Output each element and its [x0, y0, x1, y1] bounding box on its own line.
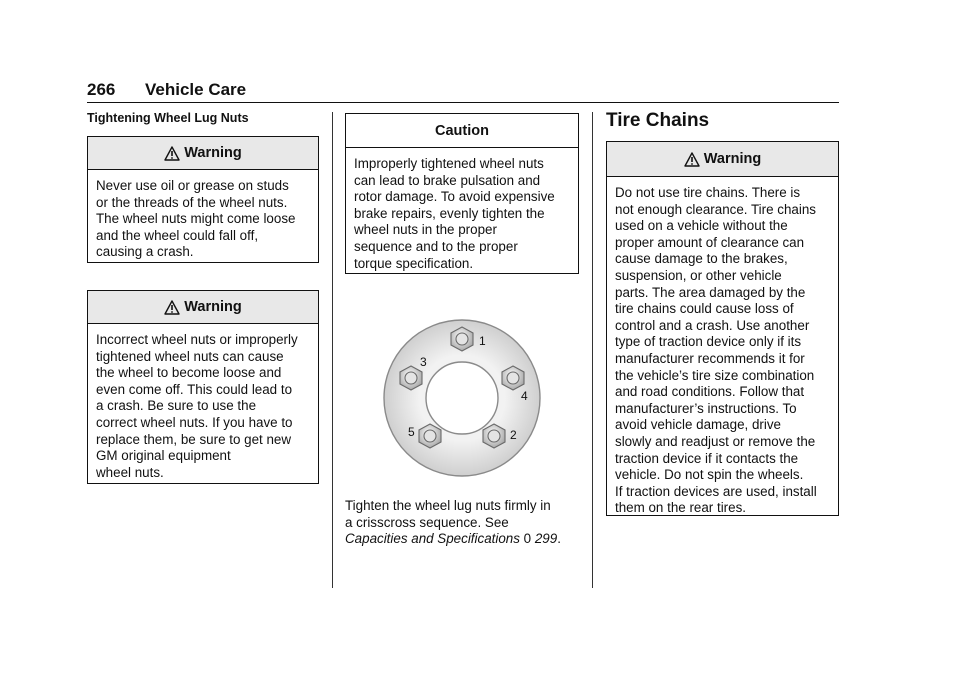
tightening-instructions: Tighten the wheel lug nuts firmly in a c…: [345, 498, 585, 548]
text-line: not enough clearance. Tire chains: [615, 201, 816, 217]
text-line: or the threads of the wheel nuts.: [96, 194, 288, 210]
section-heading-lug-nuts: Tightening Wheel Lug Nuts: [87, 111, 249, 125]
caution-text: Improperly tightened wheel nuts can lead…: [346, 148, 578, 272]
section-title-tire-chains: Tire Chains: [606, 110, 710, 131]
text-line: manufacturer’s instructions. To: [615, 400, 797, 416]
sequence-label-3: 3: [420, 355, 427, 369]
warning-text: Do not use tire chains. There is not eno…: [607, 177, 838, 517]
text-line: GM original equipment: [96, 448, 231, 464]
text-line: brake repairs, evenly tighten the: [354, 205, 545, 221]
text-line: torque specification.: [354, 255, 474, 271]
text-line: proper amount of clearance can: [615, 234, 805, 250]
text-line: cause damage to the brakes,: [615, 251, 788, 267]
warning-header: Warning: [88, 291, 318, 324]
text-line: wheel nuts.: [96, 464, 164, 480]
text-line: the wheel to become loose and: [96, 365, 282, 381]
sequence-label-5: 5: [408, 425, 415, 439]
text-line: a crisscross sequence. See: [345, 514, 509, 530]
text-line: control and a crash. Use another: [615, 317, 810, 333]
text-line: a crash. Be sure to use the: [96, 398, 257, 414]
warning-box-wheel-nuts: Warning Incorrect wheel nuts or improper…: [87, 290, 319, 484]
text-line: avoid vehicle damage, drive: [615, 417, 781, 433]
text-line: rotor damage. To avoid expensive: [354, 189, 555, 205]
text-line: slowly and readjust or remove the: [615, 433, 816, 449]
section-title: Vehicle Care: [145, 80, 247, 99]
sequence-label-4: 4: [521, 389, 528, 403]
lug-nut-sequence-diagram: 1 2 3 4 5: [382, 318, 542, 478]
caution-box: Caution Improperly tightened wheel nuts …: [345, 113, 579, 274]
text-line: them on the rear tires.: [615, 500, 746, 516]
text-line: used on a vehicle without the: [615, 218, 788, 234]
text-line: Improperly tightened wheel nuts: [354, 156, 544, 171]
text-line: tire chains could cause loss of: [615, 301, 794, 317]
text-line: Never use oil or grease on studs: [96, 178, 289, 193]
warning-header: Warning: [607, 142, 838, 177]
warning-triangle-icon: [684, 151, 700, 167]
text-line: vehicle. Do not spin the wheels.: [615, 467, 804, 483]
text-line: Tighten the wheel lug nuts firmly in: [345, 498, 551, 513]
text-line: manufacturer recommends it for: [615, 350, 805, 366]
text-line: If traction devices are used, install: [615, 483, 817, 499]
wheel-hub-illustration: 1 2 3 4 5: [383, 319, 541, 477]
capacities-link[interactable]: Capacities and Specifications: [345, 531, 520, 547]
text-line: causing a crash.: [96, 244, 194, 260]
text-line: traction device if it contacts the: [615, 450, 799, 466]
text-line: Incorrect wheel nuts or improperly: [96, 332, 298, 347]
warning-header: Warning: [88, 137, 318, 170]
text-line: parts. The area damaged by the: [615, 284, 806, 300]
text-line: and the wheel could fall off,: [96, 227, 259, 243]
sequence-label-1: 1: [479, 334, 486, 348]
text-line: sequence and to the proper: [354, 238, 518, 254]
sequence-label-2: 2: [510, 428, 517, 442]
text-line: tightened wheel nuts can cause: [96, 348, 284, 364]
text-line: even come off. This could lead to: [96, 381, 293, 397]
header-rule: [87, 102, 839, 103]
caution-header: Caution: [346, 114, 578, 148]
warning-triangle-icon: [164, 145, 180, 161]
column-divider-left: [332, 112, 333, 588]
text-line: and road conditions. Follow that: [615, 384, 805, 400]
page-ref-number[interactable]: 299: [534, 531, 558, 547]
warning-text: Never use oil or grease on studs or the …: [88, 170, 318, 261]
text-line: type of traction device only if its: [615, 334, 802, 350]
text-line: Do not use tire chains. There is: [615, 185, 801, 200]
warning-title: Warning: [703, 151, 762, 167]
warning-title: Warning: [184, 299, 242, 315]
text-line: correct wheel nuts. If you have to: [96, 414, 293, 430]
warning-triangle-icon: [164, 299, 180, 315]
text-line: the vehicle’s tire size combination: [615, 367, 815, 383]
text-line: replace them, be sure to get new: [96, 431, 292, 447]
caution-title: Caution: [435, 122, 489, 139]
page-number: 266: [87, 80, 116, 99]
warning-box-oil: Warning Never use oil or grease on studs…: [87, 136, 319, 263]
column-divider-right: [592, 112, 593, 588]
text-line: The wheel nuts might come loose: [96, 211, 296, 227]
warning-text: Incorrect wheel nuts or improperly tight…: [88, 324, 318, 481]
page-ref-symbol-icon: 0: [523, 531, 532, 547]
warning-title: Warning: [184, 145, 242, 161]
sentence-end: .: [557, 531, 561, 547]
text-line: wheel nuts in the proper: [354, 222, 497, 238]
text-line: can lead to brake pulsation and: [354, 172, 541, 188]
text-line: suspension, or other vehicle: [615, 267, 782, 283]
text-line: Capacities and Specifications 0 299.: [345, 531, 585, 548]
warning-box-tire-chains: Warning Do not use tire chains. There is…: [606, 141, 839, 516]
